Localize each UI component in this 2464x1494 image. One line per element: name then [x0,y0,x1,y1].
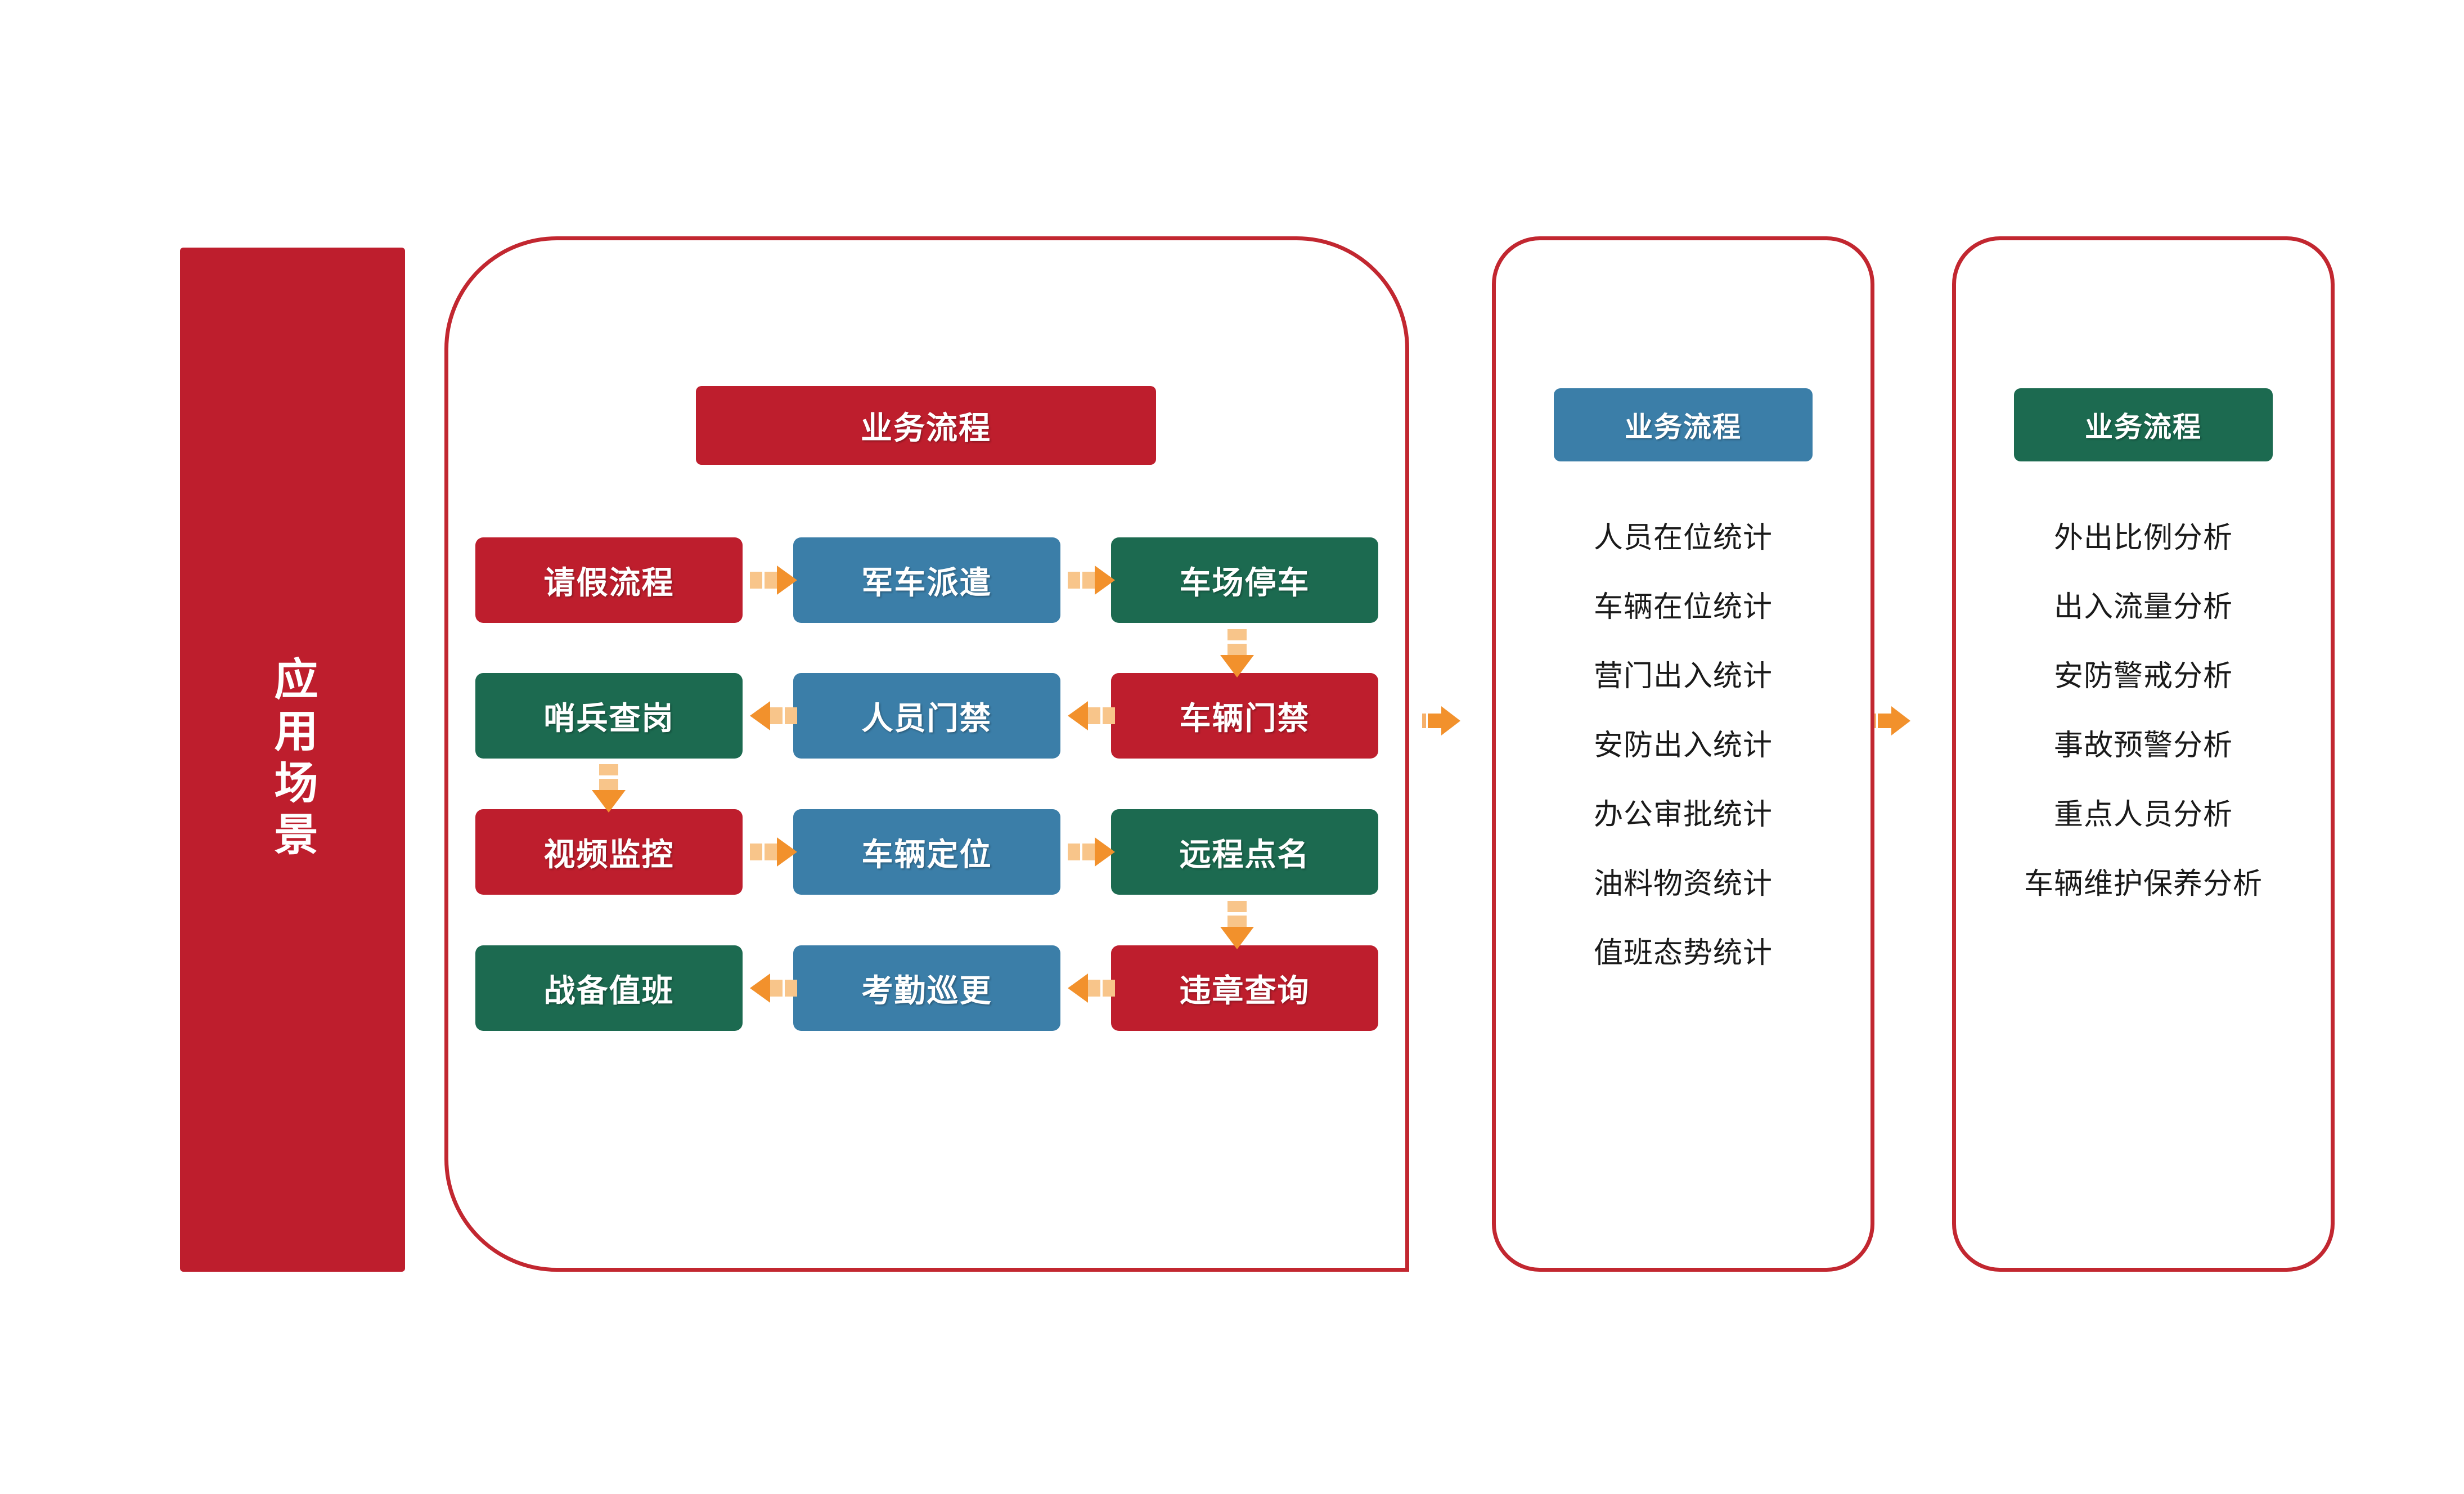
flow-box-label: 战备值班 [543,972,675,1008]
list-item[interactable]: 车辆在位统计 [1593,591,1773,623]
flow-box-kaoqin-xungeng[interactable]: 考勤巡更 [793,945,1060,1031]
flow-box-renyuan-menjin[interactable]: 人员门禁 [793,673,1060,759]
list-item[interactable]: 安防出入统计 [1593,729,1773,762]
statistics-panel-header: 业务流程 [1554,388,1813,461]
flow-panel-header-label: 业务流程 [861,410,991,446]
list-item[interactable]: 油料物资统计 [1593,868,1773,900]
flow-box-yuancheng-dianming[interactable]: 远程点名 [1111,809,1378,895]
list-item[interactable]: 值班态势统计 [1593,937,1773,970]
flow-box-label: 哨兵查岗 [543,700,675,736]
flow-box-shipin-jiankong[interactable]: 视频监控 [475,809,743,895]
list-item[interactable]: 办公审批统计 [1593,798,1773,831]
flow-box-label: 请假流程 [543,564,675,600]
flow-box-label: 车场停车 [1179,564,1310,600]
analysis-item-list: 外出比例分析 出入流量分析 安防警戒分析 事故预警分析 重点人员分析 车辆维护保… [1952,523,2335,939]
flow-box-qingjia-liucheng[interactable]: 请假流程 [475,537,743,623]
application-scenario-banner: 应用场景 [180,248,405,1272]
flow-panel-header: 业务流程 [696,386,1156,465]
panel-arrow-flow-to-stats-icon [1422,706,1463,735]
flow-box-cheliang-dingwei[interactable]: 车辆定位 [793,809,1060,895]
flow-box-chechang-tingche[interactable]: 车场停车 [1111,537,1378,623]
flow-box-label: 军车派遣 [861,564,992,600]
analysis-panel-header: 业务流程 [2014,388,2273,461]
list-item[interactable]: 重点人员分析 [2053,798,2233,831]
flow-box-weizhang-chaxun[interactable]: 违章查询 [1111,945,1378,1031]
statistics-panel-header-label: 业务流程 [1625,411,1742,443]
list-item[interactable]: 营门出入统计 [1593,660,1773,693]
flow-box-label: 违章查询 [1179,972,1310,1008]
analysis-panel-header-label: 业务流程 [2085,411,2202,443]
flow-box-label: 远程点名 [1179,836,1310,872]
list-item[interactable]: 外出比例分析 [2053,522,2233,554]
flow-box-zhanbei-zhiban[interactable]: 战备值班 [475,945,743,1031]
flow-box-cheliang-menjin[interactable]: 车辆门禁 [1111,673,1378,759]
list-item[interactable]: 车辆维护保养分析 [2024,868,2263,900]
flow-box-label: 车辆门禁 [1179,700,1310,736]
list-item[interactable]: 人员在位统计 [1593,522,1773,554]
statistics-item-list: 人员在位统计 车辆在位统计 营门出入统计 安防出入统计 办公审批统计 油料物资统… [1492,523,1874,1008]
flow-box-junche-paiqian[interactable]: 军车派遣 [793,537,1060,623]
list-item[interactable]: 出入流量分析 [2053,591,2233,623]
panel-arrow-stats-to-analysis-icon [1872,706,1913,735]
flow-box-label: 视频监控 [543,836,675,872]
application-scenario-label: 应用场景 [268,656,318,863]
flow-box-label: 考勤巡更 [861,972,992,1008]
flow-box-label: 车辆定位 [861,836,992,872]
list-item[interactable]: 事故预警分析 [2053,729,2233,762]
flow-box-label: 人员门禁 [861,700,992,736]
flow-box-shaobing-chagang[interactable]: 哨兵查岗 [475,673,743,759]
list-item[interactable]: 安防警戒分析 [2053,660,2233,693]
